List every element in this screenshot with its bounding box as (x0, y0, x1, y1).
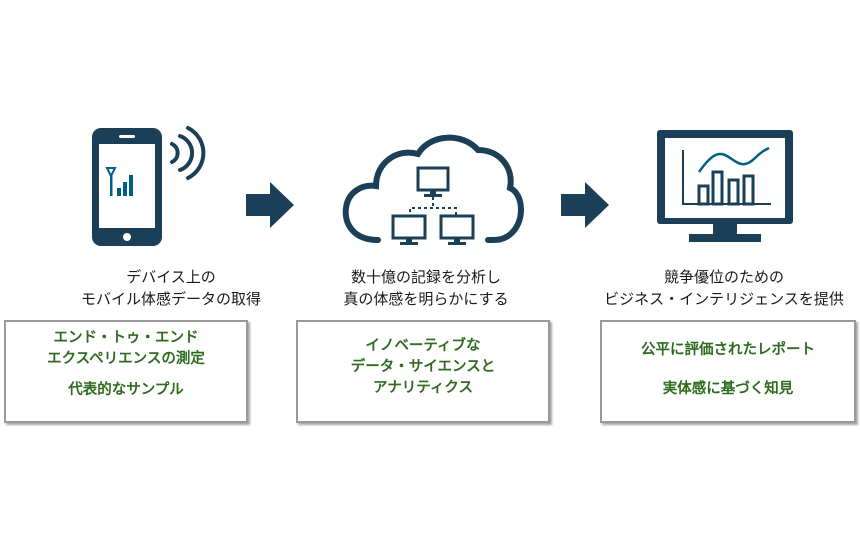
caption-line: ビジネス・インテリジェンスを提供 (604, 290, 844, 308)
step-3-caption: 競争優位のための ビジネス・インテリジェンスを提供 (594, 266, 854, 310)
caption-line: デバイス上の (126, 268, 216, 286)
box-line: 公平に評価されたレポート (641, 342, 815, 358)
step-3-box: 公平に評価されたレポート 実体感に基づく知見 (600, 320, 856, 423)
box-spacer (6, 370, 246, 380)
box-line: 実体感に基づく知見 (662, 381, 794, 397)
caption-line: モバイル体感データの取得 (80, 290, 261, 308)
monitor-chart-icon (657, 130, 793, 242)
step-2-caption: 数十億の記録を分析し 真の体感を明らかにする (296, 266, 556, 310)
box-line: 代表的なサンプル (68, 382, 184, 398)
caption-line: 真の体感を明らかにする (343, 290, 509, 308)
step-1-caption: デバイス上の モバイル体感データの取得 (41, 266, 301, 310)
step-2-box: イノベーティブな データ・サイエンスと アナリティクス (296, 320, 550, 423)
arrow-right-icon (561, 182, 609, 228)
box-line: エンド・トゥ・エンド (53, 330, 199, 346)
box-line: データ・サイエンスと (350, 359, 496, 375)
arrow-right-icon (246, 182, 294, 228)
cloud-network-icon (342, 134, 524, 245)
box-line: エクスペリエンスの測定 (47, 351, 205, 367)
caption-line: 競争優位のための (663, 268, 784, 286)
box-spacer (602, 361, 854, 379)
smartphone-signal-icon (92, 126, 206, 246)
box-line: アナリティクス (373, 380, 473, 396)
step-1-box: エンド・トゥ・エンド エクスペリエンスの測定 代表的なサンプル (4, 320, 248, 423)
caption-line: 数十億の記録を分析し (350, 268, 501, 286)
box-line: イノベーティブな (365, 338, 481, 354)
